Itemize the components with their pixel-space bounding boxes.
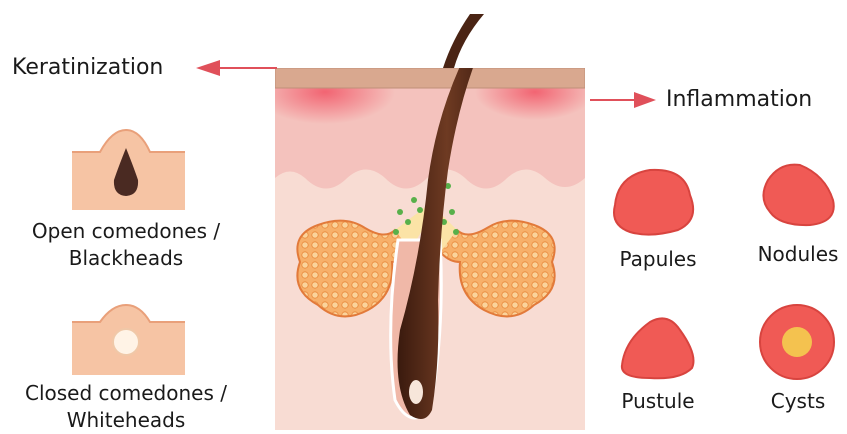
cysts-label: Cysts bbox=[748, 388, 847, 415]
keratinization-label: Keratinization bbox=[12, 55, 163, 80]
open-comedones-label-line1: Open comedones / bbox=[0, 218, 252, 245]
papule-shape bbox=[614, 170, 693, 235]
stratum-corneum bbox=[275, 68, 585, 88]
keratinization-arrow bbox=[196, 60, 277, 76]
papules-label: Papules bbox=[606, 246, 710, 273]
open-comedones-label-line2: Blackheads bbox=[0, 245, 252, 272]
closed-comedones-label: Closed comedones / Whiteheads bbox=[0, 380, 252, 434]
inflammation-arrow bbox=[590, 92, 656, 108]
closed-comedone-illustration bbox=[72, 305, 185, 375]
nodules-label: Nodules bbox=[748, 241, 847, 268]
skin-cross-section bbox=[255, 14, 595, 430]
open-comedones-label: Open comedones / Blackheads bbox=[0, 218, 252, 272]
hair-bulb-papilla bbox=[409, 380, 423, 404]
pustule-label: Pustule bbox=[606, 388, 710, 415]
cyst-shape bbox=[760, 305, 834, 379]
open-comedone-illustration bbox=[72, 130, 185, 210]
hair-shaft-upper bbox=[443, 14, 484, 68]
cyst-core bbox=[782, 327, 812, 357]
whitehead-plug bbox=[113, 329, 139, 355]
pustule-shape bbox=[622, 318, 694, 378]
closed-comedones-label-line1: Closed comedones / bbox=[0, 380, 252, 407]
nodule-shape bbox=[763, 165, 833, 225]
inflammation-label: Inflammation bbox=[666, 87, 812, 112]
